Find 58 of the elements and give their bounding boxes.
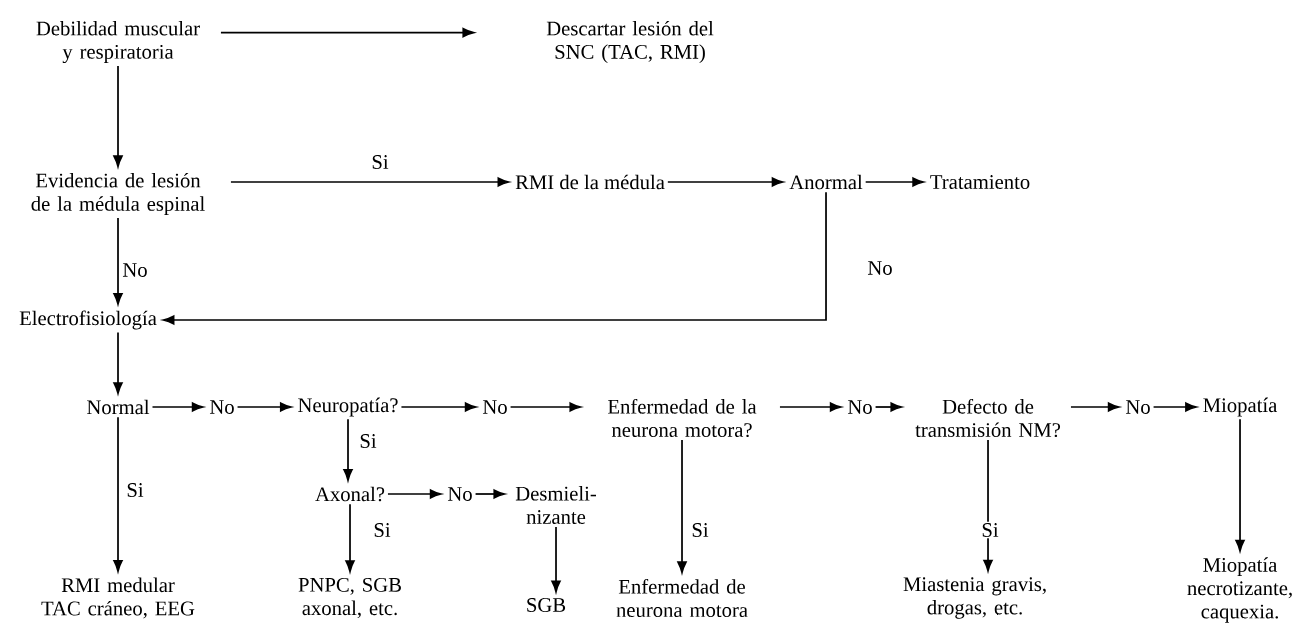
arrow xyxy=(230,177,510,187)
arrow xyxy=(113,65,123,168)
flow-text: RMI de la médula xyxy=(515,174,665,190)
flow-text: Evidencia de lesión de la médula espinal xyxy=(31,172,205,216)
flow-text: Debilidad muscular y respiratoria xyxy=(36,20,200,64)
flow-text: Miopatía necrotizante, caquexia. xyxy=(1187,557,1292,623)
flow-text: Normal xyxy=(87,399,150,415)
arrow xyxy=(162,191,827,325)
arrow xyxy=(474,489,506,499)
arrow xyxy=(387,489,442,499)
flow-text: No xyxy=(447,487,472,501)
arrow xyxy=(1070,402,1120,412)
edge-label: Si xyxy=(125,481,145,499)
flow-text: No xyxy=(482,400,507,414)
arrow xyxy=(220,27,475,38)
flow-text: Electrofisiología xyxy=(19,310,157,330)
flow-text: Axonal? xyxy=(315,486,385,502)
arrow xyxy=(113,217,123,305)
arrow xyxy=(864,177,925,187)
arrow xyxy=(1152,402,1197,412)
arrow xyxy=(779,402,842,412)
edge-label: Si xyxy=(370,153,390,171)
arrow xyxy=(551,526,561,593)
flow-text: No xyxy=(847,400,872,414)
flow-text: No xyxy=(209,400,234,414)
arrow xyxy=(151,402,204,412)
flow-text: No xyxy=(1126,400,1150,414)
flow-text: Descartar lesión del SNC (TAC, RMI) xyxy=(546,20,714,64)
arrow xyxy=(874,402,903,412)
arrow xyxy=(1235,418,1245,552)
arrow xyxy=(345,503,355,573)
flow-text: Miastenia gravis, drogas, etc. xyxy=(903,577,1046,619)
edge-label: Si xyxy=(690,521,710,539)
flow-text: RMI medular TAC cráneo, EEG xyxy=(41,577,195,619)
arrow xyxy=(343,418,353,481)
arrow xyxy=(677,439,687,574)
flow-text: Enfermedad de neurona motora xyxy=(616,578,748,618)
arrow xyxy=(113,416,123,572)
flow-text: Neuropatía? xyxy=(298,397,398,417)
arrow xyxy=(236,402,292,412)
edge-label: Si xyxy=(372,521,392,539)
edge-label: No xyxy=(121,261,149,279)
arrow xyxy=(113,331,123,394)
edge-label: Si xyxy=(980,521,1000,539)
arrow xyxy=(983,439,993,572)
flow-text: Defecto de transmisión NM? xyxy=(915,398,1061,438)
arrow xyxy=(400,402,477,412)
flow-text: Enfermedad de la neurona motora? xyxy=(608,398,757,438)
arrow xyxy=(666,177,784,187)
edge-label: No xyxy=(866,259,894,277)
flow-text: Miopatía xyxy=(1203,397,1278,417)
edge-label: Si xyxy=(358,432,378,450)
flow-text: SGB xyxy=(527,598,566,612)
flow-text: Anormal xyxy=(789,174,863,190)
arrow xyxy=(509,402,582,412)
flow-text: PNPC, SGB axonal, etc. xyxy=(298,577,401,619)
flow-text: Desmieli- nizante xyxy=(515,486,596,524)
flow-text: Tratamiento xyxy=(930,175,1030,189)
